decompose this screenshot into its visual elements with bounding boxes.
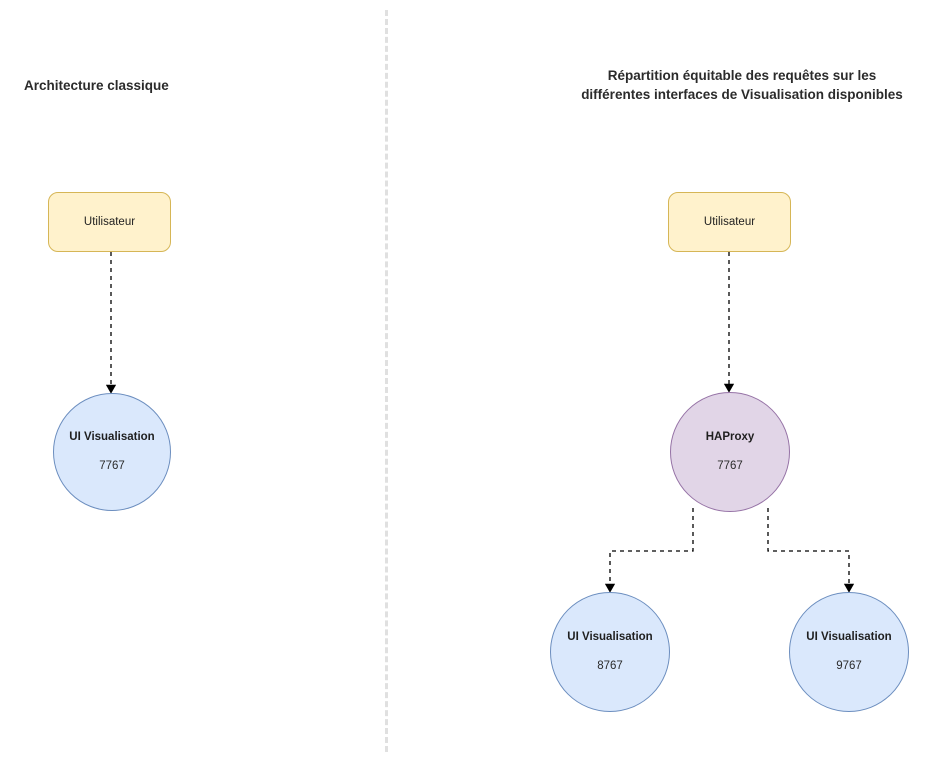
left-panel-title: Architecture classique (24, 78, 169, 93)
node-port: 7767 (717, 460, 743, 472)
node-ui-visualisation-9767[interactable]: UI Visualisation 9767 (789, 592, 909, 712)
node-label: HAProxy (705, 431, 755, 443)
node-label: UI Visualisation (69, 431, 155, 443)
node-haproxy[interactable]: HAProxy 7767 (670, 392, 790, 512)
right-panel-title: Répartition équitable des requêtes sur l… (581, 68, 903, 102)
node-ui-visualisation-7767[interactable]: UI Visualisation 7767 (53, 393, 171, 511)
node-label: UI Visualisation (567, 631, 653, 643)
node-label: Utilisateur (83, 215, 136, 228)
node-utilisateur-right[interactable]: Utilisateur (668, 192, 791, 252)
edge-haproxy-to-ui9767 (767, 508, 855, 593)
panel-divider (385, 10, 388, 752)
node-port: 7767 (99, 460, 125, 472)
edge-haproxy-to-ui8767 (604, 508, 694, 593)
node-port: 9767 (836, 660, 862, 672)
node-label: Utilisateur (703, 215, 756, 228)
node-port: 8767 (597, 660, 623, 672)
node-ui-visualisation-8767[interactable]: UI Visualisation 8767 (550, 592, 670, 712)
node-utilisateur-left[interactable]: Utilisateur (48, 192, 171, 252)
node-label: UI Visualisation (806, 631, 892, 643)
